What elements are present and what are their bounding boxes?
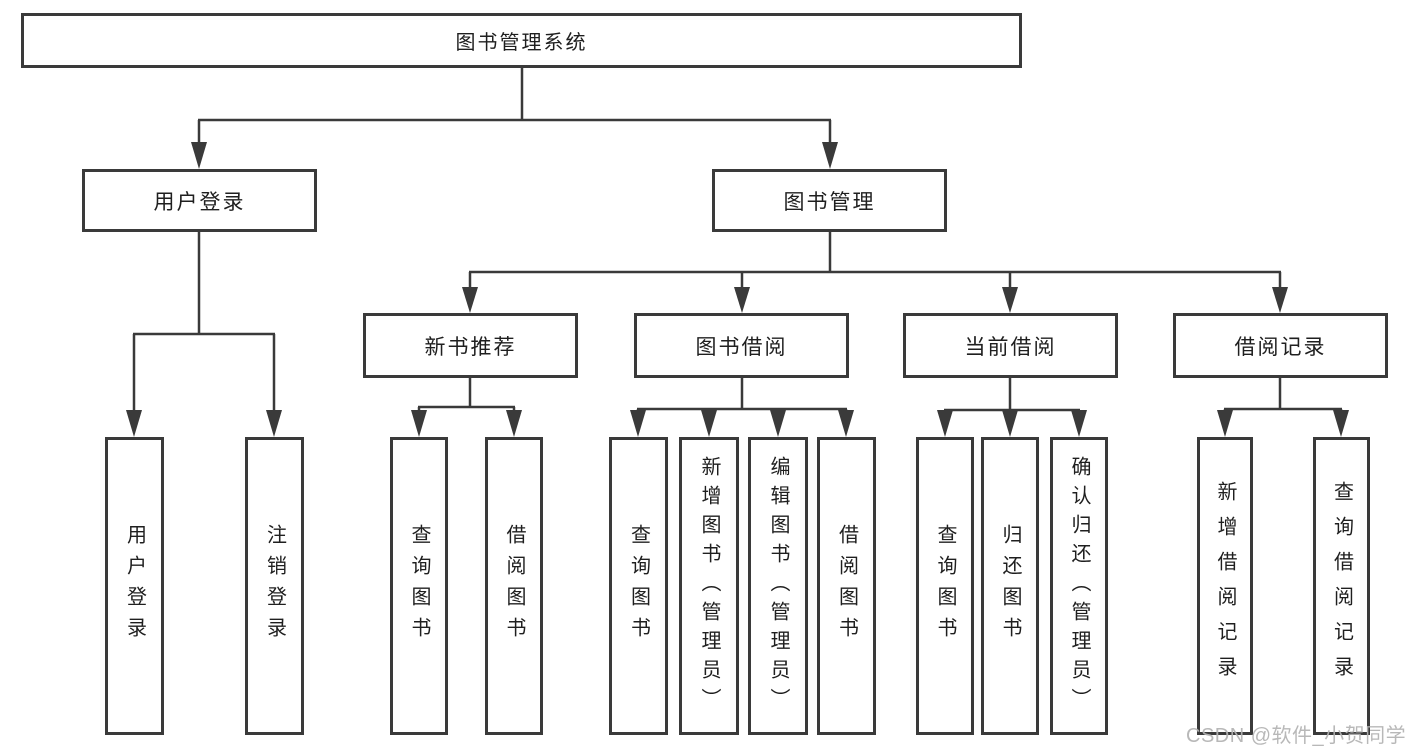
csdn-watermark: CSDN @软件_小贺同学 — [1186, 725, 1405, 747]
leaf-add-books-admin-label: 新增图书（管理员） — [698, 455, 720, 717]
leaf-borrowsec-query-books: 查询图书 — [609, 437, 668, 735]
leaf-current-query-books-label: 查询图书 — [934, 524, 956, 648]
leaf-query-borrow-record-label: 查询借阅记录 — [1330, 481, 1353, 691]
leaf-edit-books-admin: 编辑图书（管理员） — [748, 437, 808, 735]
leaf-query-borrow-record: 查询借阅记录 — [1313, 437, 1370, 735]
node-borrow-record: 借阅记录 — [1173, 313, 1388, 378]
node-root-label: 图书管理系统 — [455, 32, 588, 54]
node-book-borrow: 图书借阅 — [634, 313, 849, 378]
leaf-user-login: 用户登录 — [105, 437, 164, 735]
leaf-user-login-label: 用户登录 — [123, 524, 146, 648]
node-new-book-recommend-label: 新书推荐 — [424, 335, 517, 359]
leaf-logout-label: 注销登录 — [263, 524, 286, 648]
leaf-add-books-admin: 新增图书（管理员） — [679, 437, 739, 735]
node-book-management: 图书管理 — [712, 169, 947, 232]
leaf-add-borrow-record: 新增借阅记录 — [1197, 437, 1253, 735]
leaf-return-books-label: 归还图书 — [999, 524, 1021, 648]
node-current-borrow-label: 当前借阅 — [964, 335, 1057, 359]
leaf-logout: 注销登录 — [245, 437, 304, 735]
leaf-borrowsec-borrow-books: 借阅图书 — [817, 437, 876, 735]
leaf-newbook-query-books-label: 查询图书 — [408, 524, 430, 648]
leaf-newbook-query-books: 查询图书 — [390, 437, 448, 735]
leaf-borrowsec-borrow-books-label: 借阅图书 — [835, 524, 858, 648]
node-book-borrow-label: 图书借阅 — [695, 335, 788, 359]
leaf-newbook-borrow-books: 借阅图书 — [485, 437, 543, 735]
node-user-login-label: 用户登录 — [153, 190, 246, 214]
leaf-borrowsec-query-books-label: 查询图书 — [627, 524, 650, 648]
node-current-borrow: 当前借阅 — [903, 313, 1118, 378]
node-borrow-record-label: 借阅记录 — [1234, 335, 1327, 359]
node-new-book-recommend: 新书推荐 — [363, 313, 578, 378]
leaf-edit-books-admin-label: 编辑图书（管理员） — [767, 455, 789, 717]
leaf-return-books: 归还图书 — [981, 437, 1039, 735]
leaf-current-query-books: 查询图书 — [916, 437, 974, 735]
node-book-management-label: 图书管理 — [783, 190, 876, 214]
leaf-confirm-return-admin-label: 确认归还（管理员） — [1068, 455, 1090, 717]
node-root: 图书管理系统 — [21, 13, 1022, 68]
node-user-login: 用户登录 — [82, 169, 317, 232]
leaf-add-borrow-record-label: 新增借阅记录 — [1214, 481, 1236, 691]
leaf-confirm-return-admin: 确认归还（管理员） — [1050, 437, 1108, 735]
leaf-newbook-borrow-books-label: 借阅图书 — [503, 524, 525, 648]
